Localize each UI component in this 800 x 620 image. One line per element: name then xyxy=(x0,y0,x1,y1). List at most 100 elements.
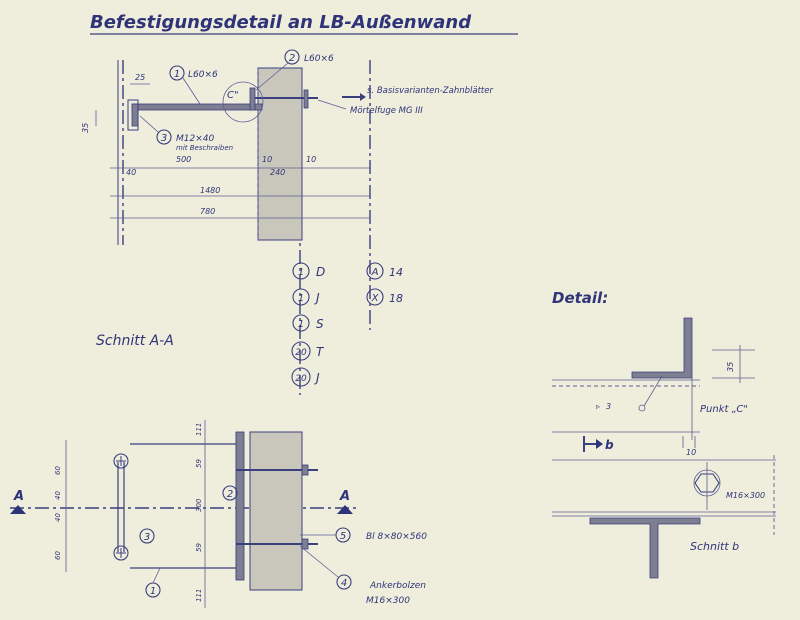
detail-dim-10: 10 xyxy=(686,448,696,457)
column-plate xyxy=(127,99,139,131)
dim-240: 240 xyxy=(270,168,285,177)
dim-left-3: 40 xyxy=(54,513,62,522)
anchor-plate xyxy=(235,431,245,581)
callout-2-text: L60×6 xyxy=(304,54,334,64)
anchor-note-2: M16×300 xyxy=(366,596,410,606)
callout-1-text: L60×6 xyxy=(188,70,218,80)
anchor-note-1: Ankerbolzen xyxy=(369,581,426,591)
weld-leader xyxy=(643,375,663,407)
cut-arrowhead xyxy=(596,439,603,449)
section-b-angle xyxy=(589,517,701,579)
note-1: s. Basisvarianten-Zahnblätter xyxy=(367,86,493,96)
grid-ref-letter: S xyxy=(316,317,324,331)
weld-size: 3 xyxy=(606,402,611,411)
grid-ref-number: 20 xyxy=(295,374,307,384)
bolt-bottom xyxy=(113,545,129,561)
callout-2-bubble xyxy=(284,49,300,65)
grid-ref-number: 1 xyxy=(298,293,304,304)
point-c-caption: Punkt „C" xyxy=(700,404,748,415)
plan-wall xyxy=(249,431,303,591)
callout-1-leader xyxy=(182,77,201,105)
grid-ref-item: A 14 xyxy=(366,262,403,280)
upper-elevation-view: 1 L60×6 2 L60×6 3 M12×40 mit Beschraiben… xyxy=(81,49,493,395)
dim-1480: 1480 xyxy=(200,186,220,195)
plan-callout-3-bubble xyxy=(139,528,155,544)
callout-2-leader xyxy=(255,62,289,91)
plan-callout-3: 3 xyxy=(144,532,150,543)
grid-ref-number: 20 xyxy=(295,348,307,358)
detail-angle xyxy=(631,317,693,379)
dim-left-2: 40 xyxy=(54,491,62,500)
dim-right-4: 59 xyxy=(195,543,203,552)
grid-ref-item: 1 D xyxy=(292,262,325,280)
grid-ref-letter: J xyxy=(314,371,320,385)
dim-40: 40 xyxy=(126,168,136,177)
bolt-top xyxy=(113,453,129,469)
hex-bolt-icon xyxy=(694,473,720,493)
callout-3-text: M12×40 xyxy=(176,134,214,144)
grid-ref-letter: 18 xyxy=(389,292,403,305)
grid-ref-item: 1 S xyxy=(292,314,324,332)
dim-right-2: 59 xyxy=(195,459,203,468)
section-marker-right: A xyxy=(339,489,350,504)
grid-ref-letter: 14 xyxy=(389,266,403,279)
point-c-label: C" xyxy=(227,90,239,101)
drawing-title: Befestigungsdetail an LB-Außenwand xyxy=(90,12,472,33)
grid-ref-letter: J xyxy=(314,291,320,305)
detail-dim-35: 35 xyxy=(726,362,735,372)
plan-callout-1: 1 xyxy=(150,586,156,597)
section-aa-label: Schnitt A-A xyxy=(96,333,174,349)
note-2: Mörtelfuge MG III xyxy=(350,106,423,116)
plan-callout-2-bubble xyxy=(222,485,238,501)
callout-3-number: 3 xyxy=(161,133,167,144)
weld-circle xyxy=(638,404,646,412)
dim-10a: 10 xyxy=(262,155,272,164)
callout-4-leader xyxy=(299,545,339,578)
section-arrow-left xyxy=(10,505,26,514)
callout-1-leader-plan xyxy=(152,567,161,584)
note-2-leader xyxy=(317,99,347,110)
weld-symbol: ▹ xyxy=(596,402,600,411)
callout-1-number: 1 xyxy=(174,69,180,80)
grid-ref-item: X 18 xyxy=(366,288,403,306)
grid-ref-number: X xyxy=(371,293,380,304)
outer-wall xyxy=(257,67,303,241)
detail-view: Detail: 35 3 ▹ 10 Punkt „C" b M16×300 xyxy=(552,289,776,579)
dim-left-1: 60 xyxy=(54,466,62,475)
plan-callout-4-bubble xyxy=(336,574,352,590)
grid-ref-letter: T xyxy=(316,345,325,359)
callout-2-number: 2 xyxy=(289,53,295,64)
grid-ref-number: 1 xyxy=(298,319,304,330)
detail-bolt-label: M16×300 xyxy=(726,491,765,500)
section-b-caption: Schnitt b xyxy=(690,540,739,553)
grid-ref-number: A xyxy=(371,267,379,278)
dim-780: 780 xyxy=(200,207,215,216)
grid-ref-item: 20 J xyxy=(291,367,320,387)
grid-references: 1 D 1 J 1 S 20 T 20 J A 14 xyxy=(291,262,403,387)
grid-ref-item: 1 J xyxy=(292,288,320,306)
dim-right-3: 300 xyxy=(195,498,203,512)
callout-3-leader xyxy=(139,115,159,133)
dim-right-1: 111 xyxy=(195,423,203,436)
section-arrow-right xyxy=(337,505,353,514)
callout-3-bubble xyxy=(156,129,172,145)
grid-ref-letter: D xyxy=(316,265,325,279)
bracket-angle-1 xyxy=(131,103,263,111)
detail-heading: Detail: xyxy=(552,289,608,307)
cut-label: b xyxy=(605,438,614,452)
dim-25: 25 xyxy=(135,73,145,82)
detail-c-circle xyxy=(222,81,264,123)
nut-bottom xyxy=(301,538,309,550)
dim-right-5: 111 xyxy=(195,589,203,602)
plan-callout-4: 4 xyxy=(341,578,347,589)
callout-3-subtext: mit Beschraiben xyxy=(176,144,233,152)
dim-500: 500 xyxy=(176,155,191,164)
bolt-nut xyxy=(303,89,309,109)
plate-note: Bl 8×80×560 xyxy=(366,532,427,542)
plan-callout-5: 5 xyxy=(340,531,346,542)
dim-10b: 10 xyxy=(306,155,316,164)
nut-top xyxy=(301,464,309,476)
plan-callout-2: 2 xyxy=(227,489,233,500)
dim-left-4: 60 xyxy=(54,551,62,560)
bracket-angle-2 xyxy=(249,87,256,111)
